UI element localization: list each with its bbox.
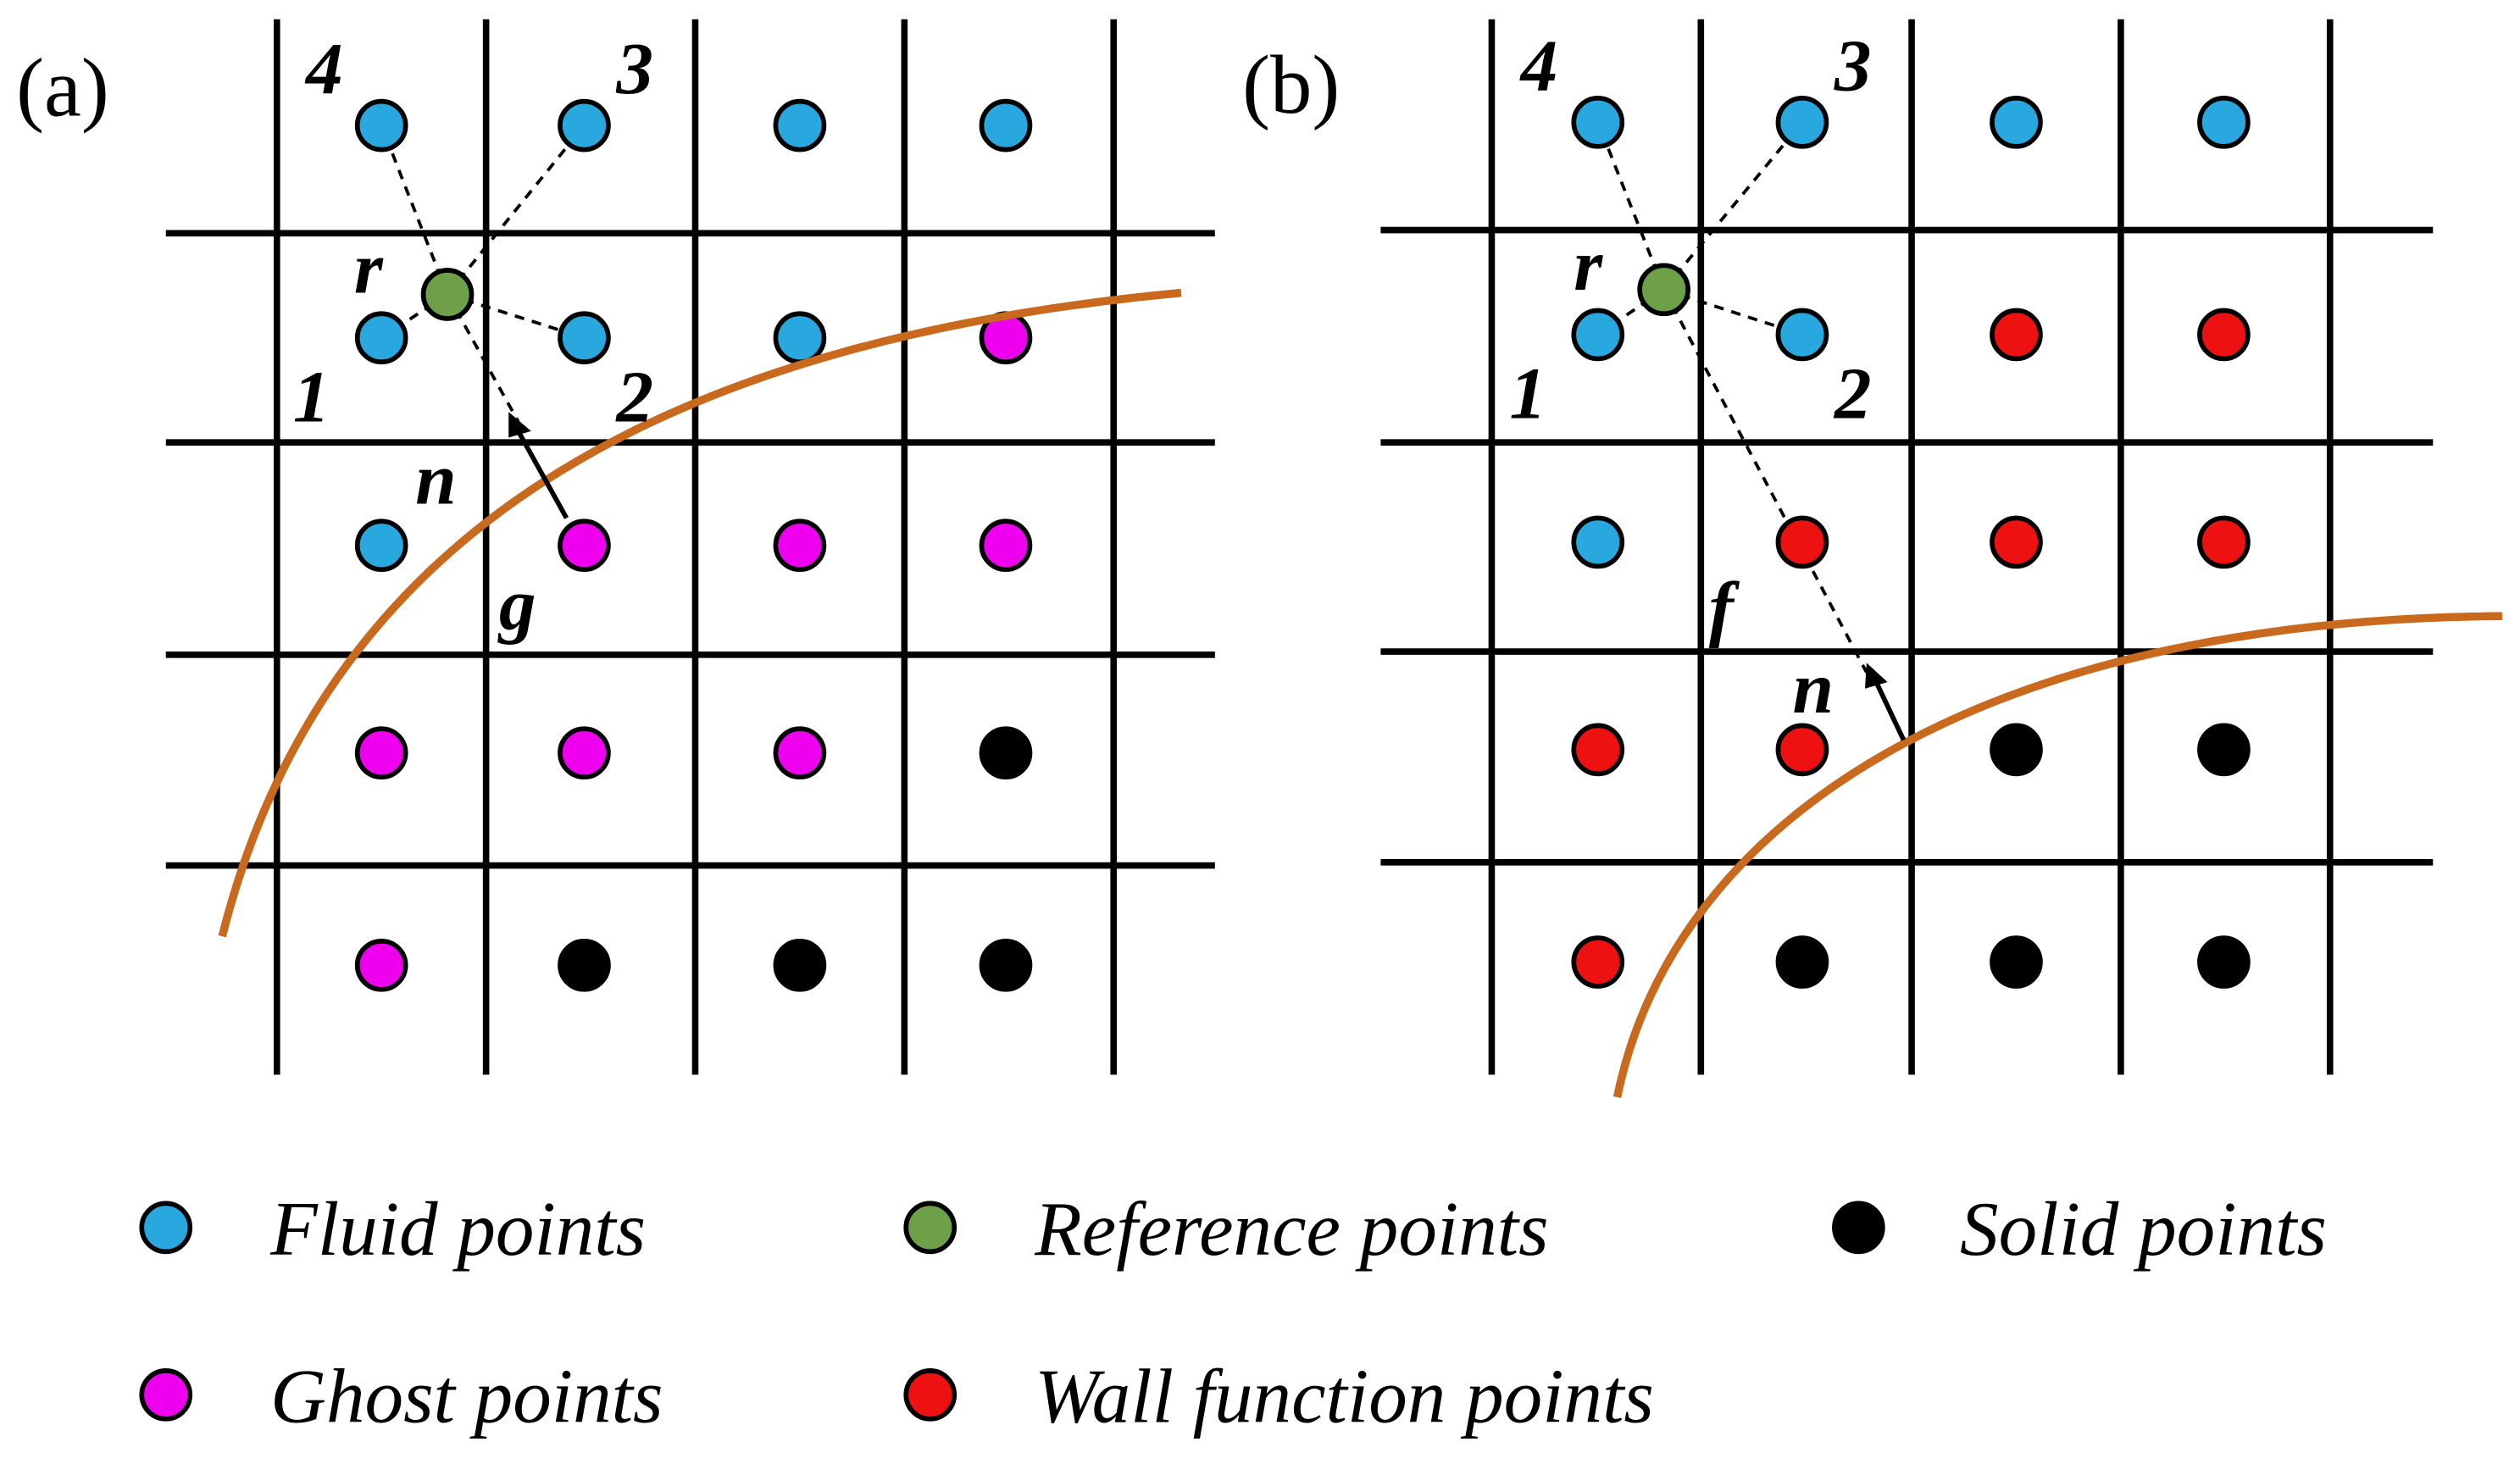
normal-arrowhead bbox=[1864, 663, 1888, 689]
legend-solid-label: Solid points bbox=[1960, 1186, 2327, 1272]
solid-point bbox=[2197, 723, 2251, 777]
ghost-point bbox=[558, 726, 611, 780]
solid-point bbox=[558, 939, 611, 992]
panel-a-points bbox=[354, 98, 1033, 992]
wall-point bbox=[1775, 515, 1829, 569]
fluid-point bbox=[354, 98, 408, 152]
fluid-swatch bbox=[139, 1201, 193, 1255]
panel-a-label: (a) bbox=[16, 42, 109, 135]
solid-swatch bbox=[1832, 1201, 1885, 1255]
label-1: 1 bbox=[1509, 352, 1546, 435]
legend: Fluid points Reference points Solid poin… bbox=[139, 1186, 2327, 1439]
wall-point bbox=[2197, 515, 2251, 569]
legend-ghost-label: Ghost points bbox=[270, 1354, 663, 1439]
fluid-point bbox=[773, 311, 827, 365]
solid-point bbox=[1990, 723, 2043, 777]
panel-b-points bbox=[1571, 95, 2251, 989]
panel-b-normal-arrow bbox=[1864, 663, 1907, 741]
solid-point bbox=[773, 939, 827, 992]
wall-swatch bbox=[903, 1368, 957, 1422]
panel-a-grid bbox=[165, 19, 1215, 1075]
fluid-point bbox=[1775, 308, 1829, 362]
fluid-point bbox=[2197, 95, 2251, 149]
reference-point bbox=[1637, 263, 1690, 317]
legend-wall-label: Wall function points bbox=[1035, 1354, 1654, 1439]
interp-line bbox=[1596, 288, 1665, 336]
interp-line bbox=[380, 292, 449, 340]
solid-point bbox=[979, 726, 1033, 780]
reference-swatch bbox=[903, 1201, 957, 1255]
normal-arrow bbox=[516, 430, 569, 519]
ghost-swatch bbox=[139, 1368, 193, 1422]
interp-line bbox=[446, 124, 586, 296]
label-3: 3 bbox=[615, 27, 653, 109]
label-2: 2 bbox=[1833, 352, 1872, 435]
label-n: n bbox=[415, 437, 457, 519]
legend-fluid-label: Fluid points bbox=[269, 1186, 646, 1272]
interp-line bbox=[380, 125, 449, 296]
label-r: r bbox=[354, 227, 384, 309]
solid-point bbox=[979, 939, 1033, 992]
label-g: g bbox=[497, 563, 536, 645]
solid-point bbox=[1990, 935, 2043, 989]
legend-item-fluid: Fluid points bbox=[139, 1186, 646, 1272]
wall-point bbox=[1990, 308, 2043, 362]
fluid-point bbox=[773, 98, 827, 152]
fluid-point bbox=[354, 311, 408, 365]
legend-item-wall: Wall function points bbox=[903, 1354, 1654, 1439]
fluid-point bbox=[1571, 95, 1625, 149]
panel-b-labels: 4 3 r 1 2 f n bbox=[1509, 24, 1871, 729]
legend-reference-label: Reference points bbox=[1034, 1186, 1548, 1272]
fluid-point bbox=[354, 518, 408, 573]
wall-point bbox=[1775, 723, 1829, 777]
panel-a-labels: 4 3 r 1 2 n g bbox=[293, 27, 653, 645]
fluid-point bbox=[1571, 515, 1625, 569]
label-r: r bbox=[1574, 224, 1603, 306]
ghost-point bbox=[558, 518, 611, 573]
legend-item-solid: Solid points bbox=[1832, 1186, 2327, 1272]
legend-item-reference: Reference points bbox=[903, 1186, 1549, 1272]
reference-point bbox=[420, 268, 475, 321]
wall-point bbox=[1571, 935, 1625, 989]
solid-point bbox=[1775, 935, 1829, 989]
label-n: n bbox=[1793, 646, 1834, 729]
panel-a: (a) bbox=[16, 19, 1215, 1075]
panel-b-grid bbox=[1380, 19, 2434, 1075]
ghost-point bbox=[773, 518, 827, 573]
legend-item-ghost: Ghost points bbox=[139, 1354, 663, 1439]
ghost-point bbox=[354, 939, 408, 992]
wall-point bbox=[1571, 723, 1625, 777]
ghost-point bbox=[354, 726, 408, 780]
fluid-point bbox=[1571, 308, 1625, 362]
normal-arrowhead bbox=[508, 412, 531, 438]
interp-line bbox=[1662, 121, 1804, 291]
ghost-point bbox=[773, 726, 827, 780]
panel-b-label: (b) bbox=[1242, 39, 1340, 131]
solid-point bbox=[2197, 935, 2251, 989]
wall-point bbox=[1990, 515, 2043, 569]
panel-b: (b) bbox=[1242, 19, 2502, 1099]
fluid-point bbox=[558, 311, 611, 365]
label-4: 4 bbox=[304, 27, 343, 109]
wall-point bbox=[2197, 308, 2251, 362]
label-2: 2 bbox=[614, 356, 653, 438]
label-f: f bbox=[1709, 566, 1740, 648]
label-3: 3 bbox=[1834, 24, 1872, 106]
immersed-boundary-curve bbox=[218, 288, 1182, 938]
fluid-point bbox=[1775, 95, 1829, 149]
interp-line bbox=[1596, 121, 1666, 291]
normal-arrow bbox=[1873, 680, 1907, 741]
normal-dashed-line bbox=[1662, 288, 1868, 674]
label-4: 4 bbox=[1519, 24, 1558, 106]
panel-a-normal-arrow bbox=[508, 412, 569, 519]
fluid-point bbox=[1990, 95, 2043, 149]
immersed-boundary-curve bbox=[1612, 612, 2502, 1099]
ghost-point bbox=[979, 518, 1033, 573]
fluid-point bbox=[558, 98, 611, 152]
label-1: 1 bbox=[293, 356, 330, 438]
fluid-point bbox=[979, 98, 1033, 152]
